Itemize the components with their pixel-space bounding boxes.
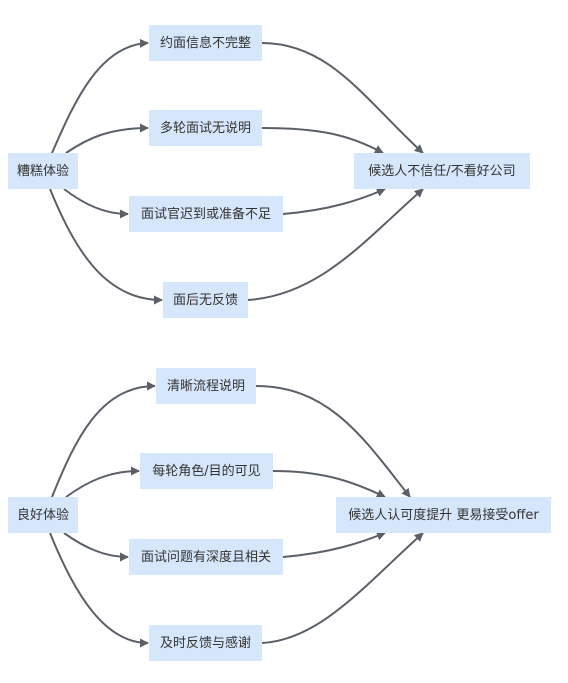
edge-good-to-cause-3 <box>63 532 129 562</box>
edge-bad-to-cause-1 <box>51 38 149 154</box>
node-good-cause-4: 及时反馈与感谢 <box>149 625 262 661</box>
node-bad-cause-2: 多轮面试无说明 <box>149 110 262 146</box>
edge-cause-3-to-bad-result <box>282 188 386 215</box>
edge-bad-to-cause-2 <box>65 123 149 154</box>
edge-cause-8-to-good-result <box>261 532 424 644</box>
edge-cause-6-to-good-result <box>272 470 386 498</box>
edge-cause-4-to-bad-result <box>247 188 424 301</box>
edge-bad-to-cause-3 <box>63 188 129 219</box>
edge-bad-to-cause-4 <box>49 188 163 305</box>
node-bad-result: 候选人不信任/不看好公司 <box>354 153 530 189</box>
edge-cause-1-to-bad-result <box>261 42 424 154</box>
edge-good-to-cause-4 <box>49 532 149 648</box>
node-bad-experience: 糟糕体验 <box>8 153 78 189</box>
node-good-cause-1: 清晰流程说明 <box>156 368 256 404</box>
node-good-cause-3: 面试问题有深度且相关 <box>129 539 283 575</box>
node-bad-cause-4: 面后无反馈 <box>163 282 248 318</box>
edge-good-to-cause-1 <box>51 381 156 498</box>
edge-cause-2-to-bad-result <box>261 127 384 154</box>
node-bad-cause-3: 面试官迟到或准备不足 <box>129 196 283 232</box>
node-good-experience: 良好体验 <box>8 497 78 533</box>
edge-cause-5-to-good-result <box>255 385 411 498</box>
edge-good-to-cause-2 <box>65 466 140 498</box>
node-good-cause-2: 每轮角色/目的可见 <box>140 453 273 489</box>
node-bad-cause-1: 约面信息不完整 <box>149 25 262 61</box>
node-good-result: 候选人认可度提升 更易接受offer <box>336 497 551 533</box>
edge-cause-7-to-good-result <box>282 531 386 558</box>
